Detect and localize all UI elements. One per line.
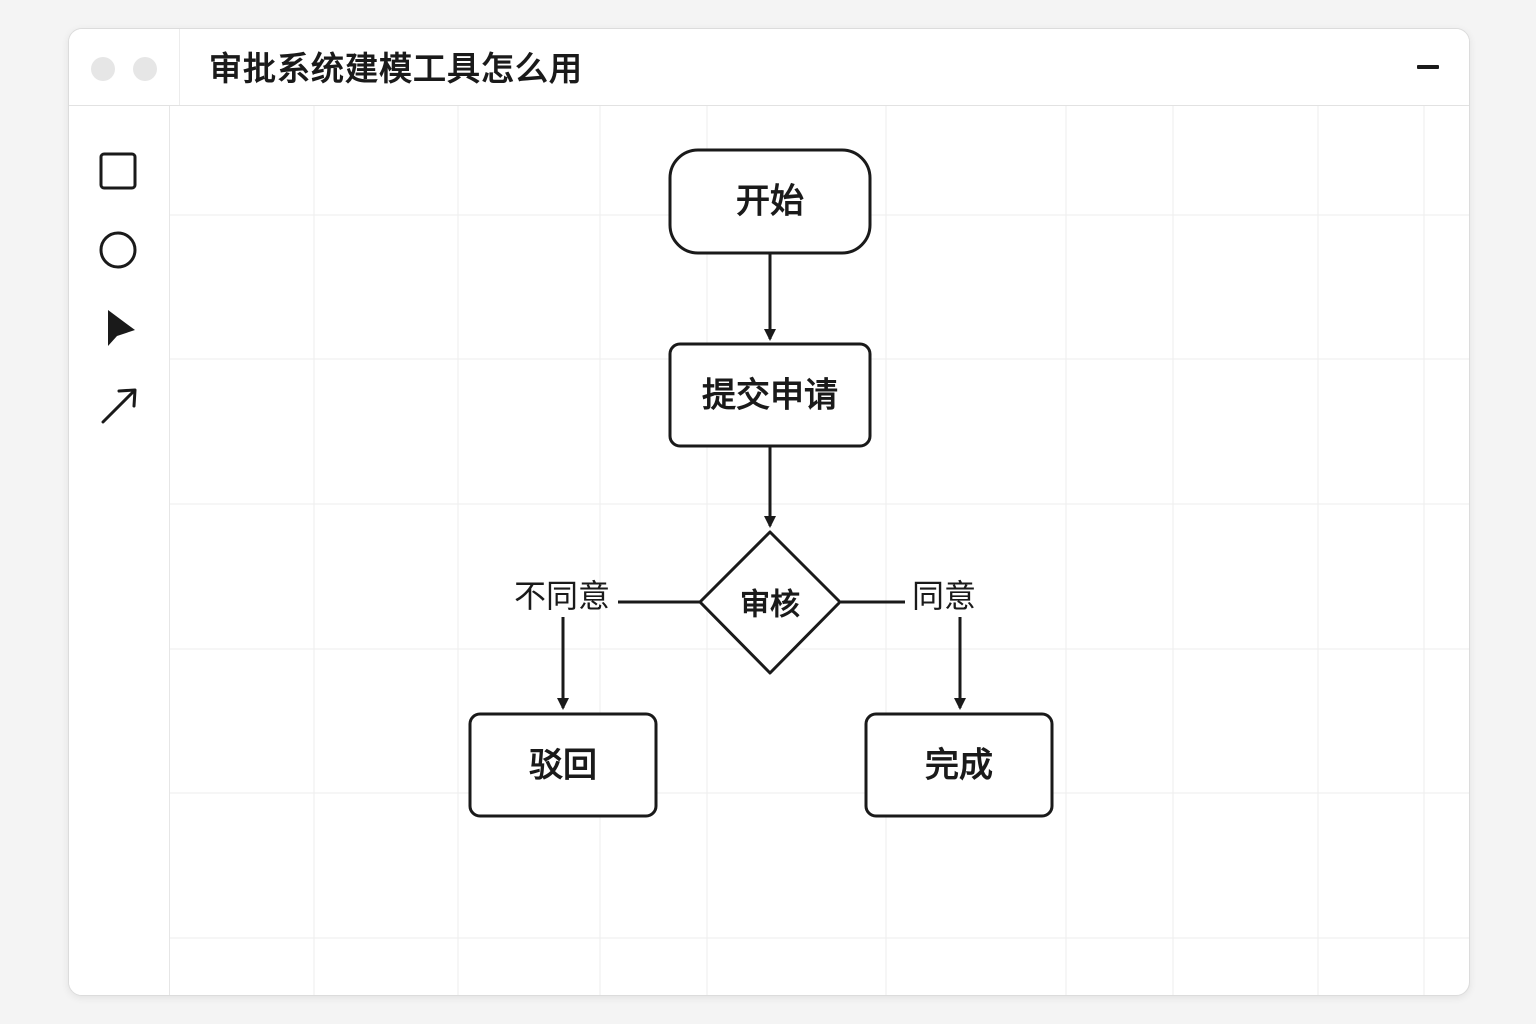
diagram-canvas[interactable]: 开始 提交申请 审核 驳回 完成 不同意 同意 — [170, 106, 1469, 995]
window-close-button[interactable] — [91, 57, 115, 81]
node-start-shape — [668, 148, 872, 255]
node-start-label: 开始 — [736, 182, 804, 222]
node-review[interactable]: 审核 — [698, 530, 842, 675]
node-reject-shape — [468, 712, 658, 818]
node-start[interactable]: 开始 — [668, 148, 872, 255]
canvas-grid — [170, 106, 1469, 995]
edge-label-agree: 同意 — [912, 577, 976, 615]
rectangle-tool[interactable] — [95, 148, 143, 196]
node-complete-shape — [864, 712, 1054, 818]
minimize-button[interactable] — [1417, 65, 1439, 69]
titlebar-divider — [179, 29, 180, 105]
tool-palette — [69, 106, 170, 995]
circle-tool[interactable] — [95, 226, 143, 274]
node-reject-label: 驳回 — [529, 746, 597, 786]
node-review-label: 审核 — [740, 588, 800, 623]
arrow-tool[interactable] — [95, 382, 143, 430]
arrow-icon — [101, 388, 137, 424]
edge-label-disagree: 不同意 — [514, 577, 610, 615]
square-icon — [99, 152, 137, 190]
node-submit-shape — [668, 342, 872, 448]
node-submit[interactable]: 提交申请 — [668, 342, 872, 448]
node-submit-label: 提交申请 — [702, 376, 838, 416]
node-complete[interactable]: 完成 — [864, 712, 1054, 818]
node-complete-label: 完成 — [925, 746, 993, 786]
flow-edges — [557, 254, 966, 710]
pointer-icon — [108, 310, 135, 346]
select-tool[interactable] — [95, 304, 143, 352]
node-review-shape — [698, 530, 842, 675]
node-reject[interactable]: 驳回 — [468, 712, 658, 818]
circle-icon — [99, 231, 137, 269]
window-title: 审批系统建模工具怎么用 — [209, 49, 583, 88]
title-bar: 审批系统建模工具怎么用 — [69, 29, 1469, 106]
window-minimize-dot-button[interactable] — [133, 57, 157, 81]
app-window: 审批系统建模工具怎么用 — [68, 28, 1470, 996]
